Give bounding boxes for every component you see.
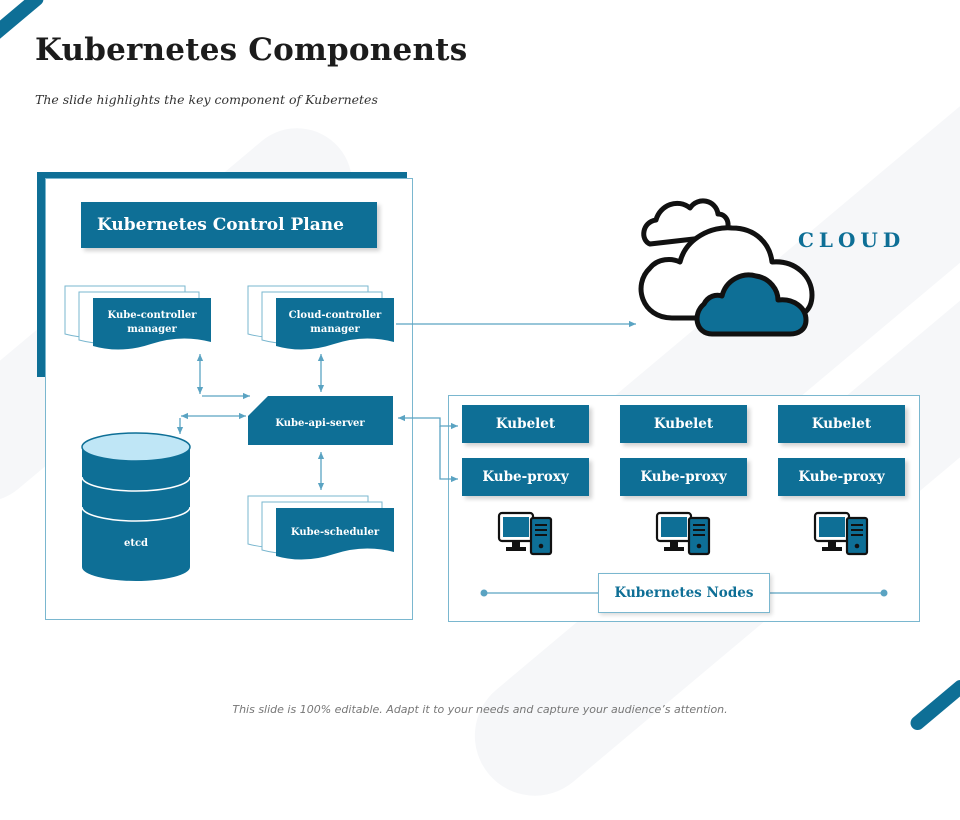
- slide-subtitle: The slide highlights the key component o…: [35, 92, 378, 107]
- cloud-controller-manager-shape: Cloud-controller manager: [247, 285, 394, 350]
- etcd-database-icon: etcd: [81, 432, 191, 581]
- kubelet-box: Kubelet: [462, 405, 589, 443]
- kube-api-server-shape: Kube-api-server: [248, 396, 393, 445]
- kube-scheduler-label: Kube-scheduler: [291, 527, 380, 538]
- nodes-connector-dot: [880, 589, 888, 597]
- kube-api-server-label: Kube-api-server: [275, 418, 365, 429]
- kube-proxy-box: Kube-proxy: [620, 458, 747, 496]
- etcd-label: etcd: [124, 538, 148, 549]
- kube-scheduler-shape: Kube-scheduler: [247, 495, 394, 560]
- kubelet-box: Kubelet: [778, 405, 905, 443]
- connectors: [176, 320, 884, 594]
- cloud-controller-manager-label-1: Cloud-controller: [289, 310, 382, 321]
- kubernetes-nodes-label: Kubernetes Nodes: [598, 573, 770, 613]
- diagram-overlay: Kube-controller manager Cloud-controller…: [64, 198, 888, 597]
- computer-icon: [655, 511, 711, 556]
- control-plane-title: Kubernetes Control Plane: [81, 202, 377, 248]
- cloud-controller-manager-label-2: manager: [310, 324, 360, 335]
- cloud-icon: [638, 198, 815, 337]
- kube-controller-manager-label-1: Kube-controller: [107, 310, 197, 321]
- kube-proxy-box: Kube-proxy: [778, 458, 905, 496]
- kube-controller-manager-shape: Kube-controller manager: [64, 285, 211, 350]
- kubelet-box: Kubelet: [620, 405, 747, 443]
- kube-controller-manager-label-2: manager: [127, 324, 177, 335]
- computer-icon: [813, 511, 869, 556]
- kube-proxy-box: Kube-proxy: [462, 458, 589, 496]
- footer-note: This slide is 100% editable. Adapt it to…: [232, 703, 728, 716]
- slide-title: Kubernetes Components: [35, 32, 468, 68]
- cloud-label: CLOUD: [798, 228, 906, 252]
- computer-icon: [497, 511, 553, 556]
- nodes-connector-dot: [480, 589, 488, 597]
